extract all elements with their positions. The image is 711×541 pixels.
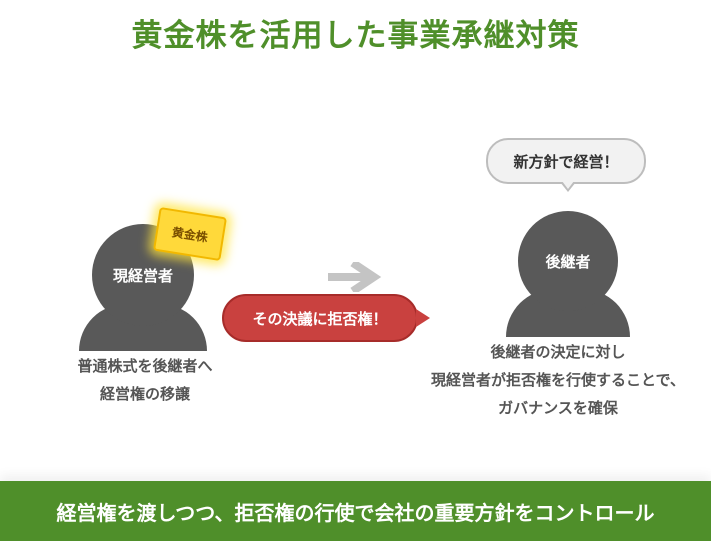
speech-bubble-tail-inner bbox=[562, 181, 574, 189]
successor-caption-line3: ガバナンスを確保 bbox=[498, 399, 618, 417]
veto-bubble: その決議に拒否権！ bbox=[222, 294, 418, 342]
current-manager-caption: 普通株式を後継者へ 経営権の移譲 bbox=[45, 352, 245, 408]
successor-head: 後継者 bbox=[518, 211, 618, 311]
veto-bubble-tail bbox=[416, 309, 430, 327]
successor-speech-bubble: 新方針で経営！ bbox=[486, 138, 646, 184]
current-manager-label: 現経営者 bbox=[112, 266, 173, 285]
successor-figure: 後継者 bbox=[506, 211, 630, 337]
arrow-right-icon bbox=[328, 262, 382, 292]
page-title: 黄金株を活用した事業承継対策 bbox=[131, 18, 580, 54]
current-manager-caption-line1: 普通株式を後継者へ bbox=[77, 357, 213, 375]
successor-label: 後継者 bbox=[545, 252, 591, 271]
current-manager-caption-line2: 経営権の移譲 bbox=[99, 385, 190, 403]
successor-caption-line1: 後継者の決定に対し bbox=[490, 343, 626, 361]
successor-caption: 後継者の決定に対し 現経営者が拒否権を行使することで、 ガバナンスを確保 bbox=[388, 338, 711, 422]
footer-banner: 経営権を渡しつつ、拒否権の行使で会社の重要方針をコントロール bbox=[0, 481, 711, 541]
successor-caption-line2: 現経営者が拒否権を行使することで、 bbox=[431, 371, 685, 389]
